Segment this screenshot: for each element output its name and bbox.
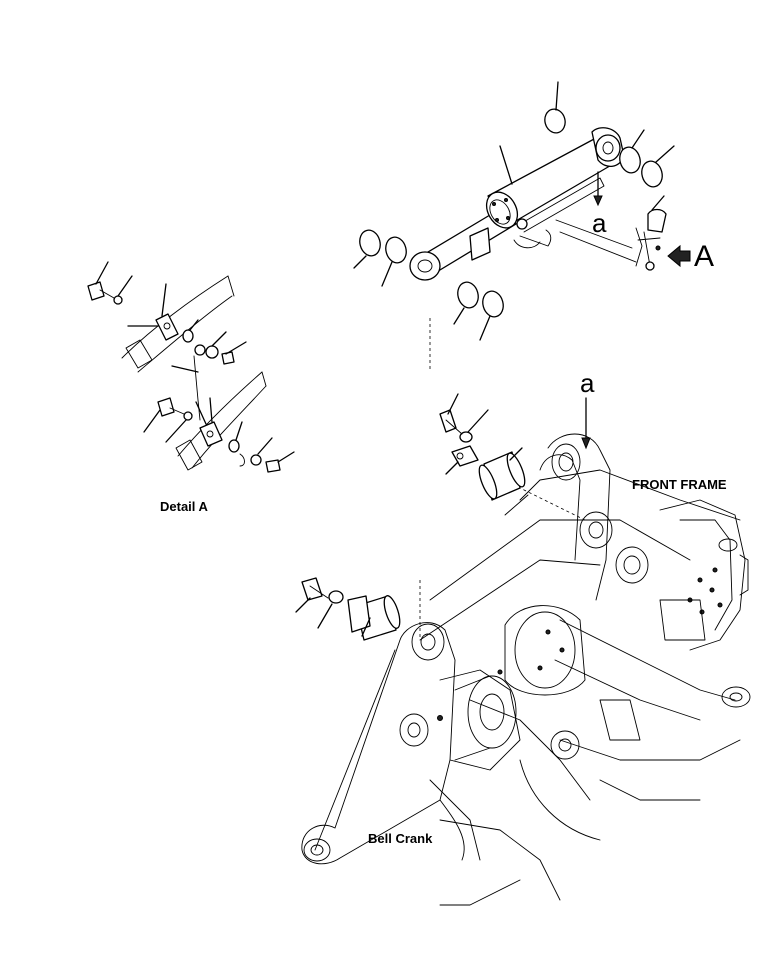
front-frame-structure — [419, 433, 751, 906]
bell-crank — [301, 622, 521, 865]
view-arrow-icon — [667, 244, 691, 268]
cylinder-pin-upper — [439, 409, 526, 501]
hydraulic-cylinder — [409, 127, 625, 281]
centerline — [517, 486, 586, 521]
fitting-a — [555, 208, 667, 271]
cylinder-pin-lower — [301, 577, 401, 641]
front-frame-label: FRONT FRAME — [632, 477, 727, 492]
ref-arrow-head-icon — [593, 195, 603, 207]
detail-a-label: Detail A — [160, 499, 209, 514]
ref-label-a-top: a — [592, 208, 607, 238]
bell-crank-label: Bell Crank — [368, 831, 433, 846]
detail-a — [87, 275, 281, 473]
leader-lines — [95, 81, 675, 637]
ref-label-a-bottom: a — [580, 368, 595, 398]
thrust-washers — [359, 108, 663, 318]
view-label-a: A — [694, 240, 714, 273]
ref-arrow-head-icon — [581, 437, 591, 450]
